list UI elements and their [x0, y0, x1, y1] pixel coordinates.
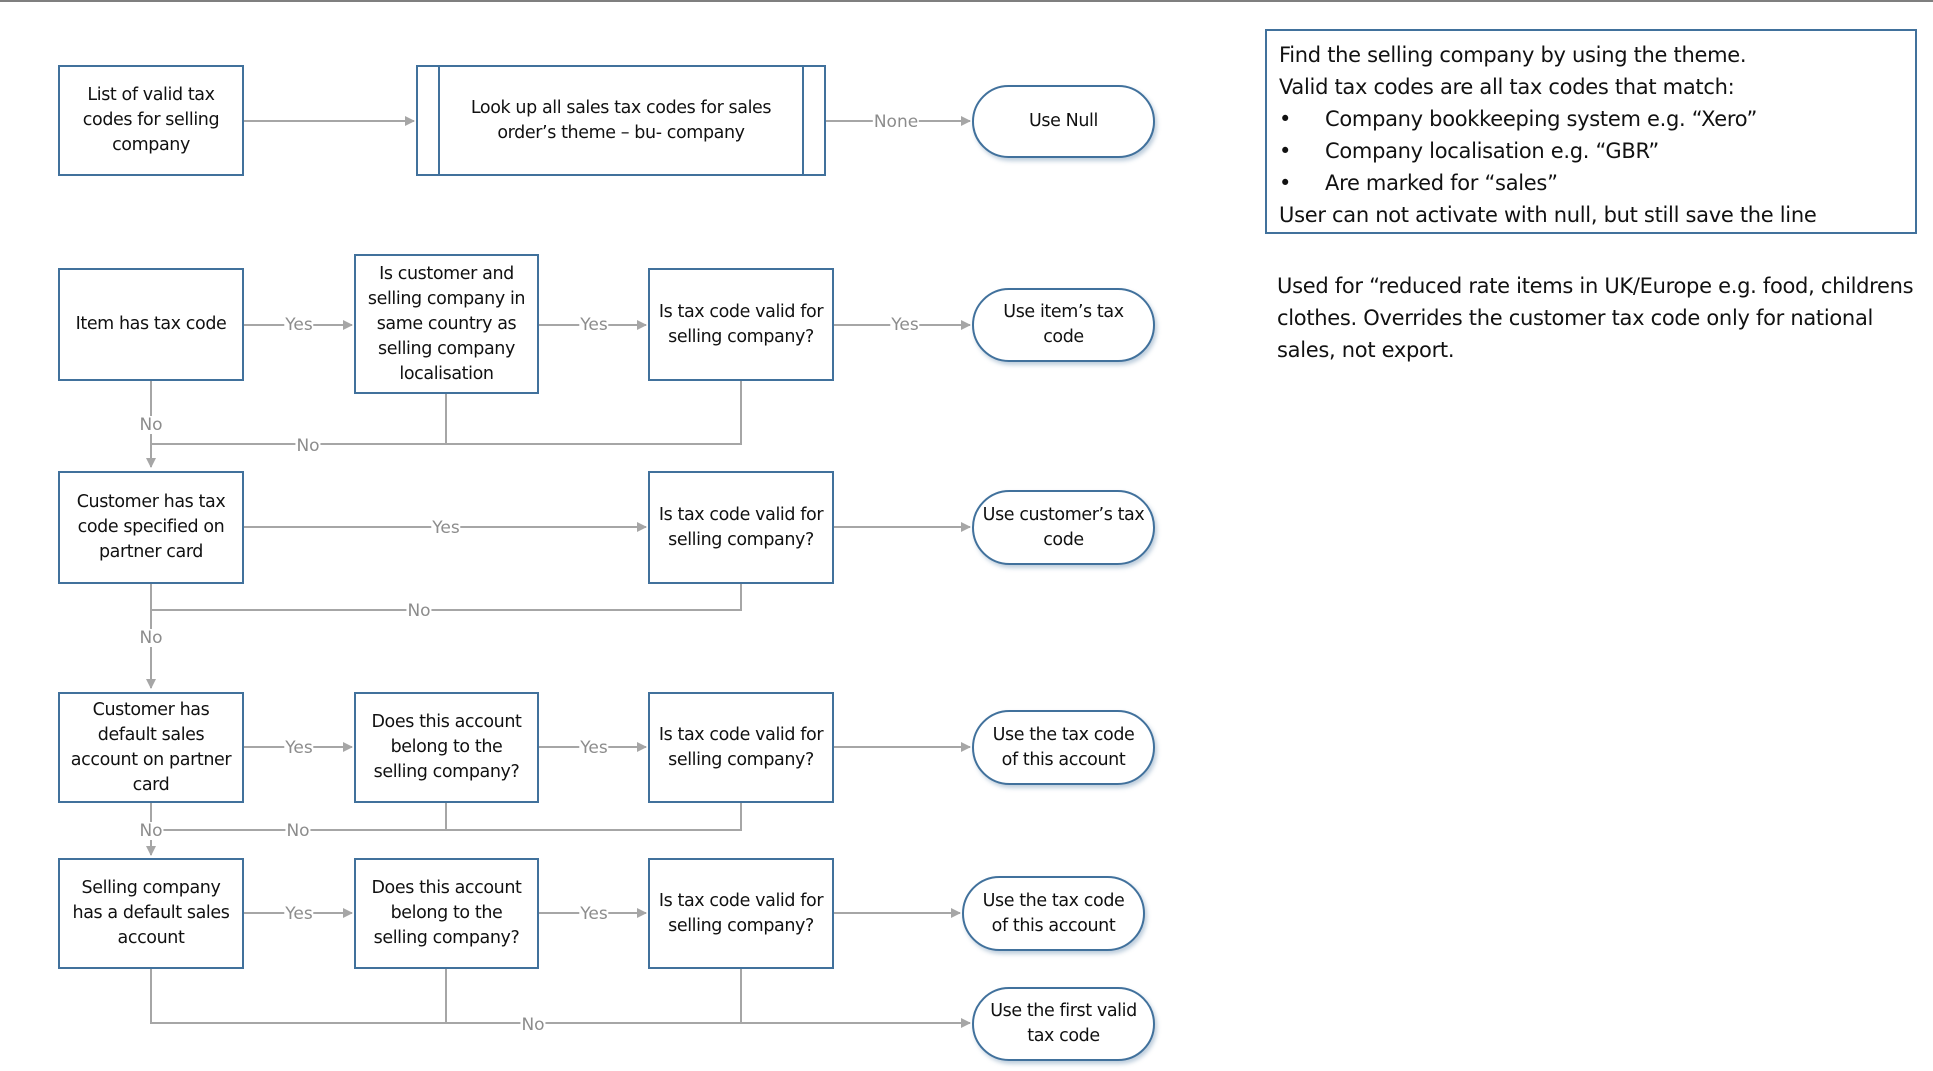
label-no: No: [285, 821, 311, 841]
note-bullet-list: Company bookkeeping system e.g. “Xero” C…: [1279, 103, 1903, 199]
label-no: No: [520, 1015, 546, 1035]
label-yes: Yes: [579, 315, 609, 335]
label-no: No: [406, 601, 432, 621]
label-yes: Yes: [579, 904, 609, 924]
note-line-3: User can not activate with null, but sti…: [1279, 203, 1817, 227]
note-bullet: Company bookkeeping system e.g. “Xero”: [1279, 103, 1903, 135]
connector: [446, 381, 742, 445]
connector: [446, 803, 742, 831]
customer-tax-code-box: Customer has tax code specified on partn…: [58, 471, 244, 584]
use-customer-tax-code-terminal: Use customer’s tax code: [972, 490, 1155, 565]
use-account-tax-code-terminal-2: Use the tax code of this account: [962, 876, 1145, 951]
page-top-rule: [0, 0, 1933, 2]
label-yes: Yes: [579, 738, 609, 758]
connector: [150, 969, 971, 1028]
use-account-tax-code-terminal-1: Use the tax code of this account: [972, 710, 1155, 785]
reduced-rate-note: Used for “reduced rate items in UK/Europ…: [1277, 274, 1914, 362]
same-country-decision-box: Is customer and selling company in same …: [354, 254, 539, 394]
tax-code-valid-box-1: Is tax code valid for selling company?: [648, 268, 834, 381]
label-yes: Yes: [284, 315, 314, 335]
label-yes: Yes: [890, 315, 920, 335]
valid-tax-codes-note: Find the selling company by using the th…: [1265, 29, 1917, 234]
tax-code-valid-box-3: Is tax code valid for selling company?: [648, 692, 834, 803]
connector: [151, 584, 742, 611]
label-no: No: [295, 436, 321, 456]
label-no: No: [138, 415, 164, 435]
use-null-terminal: Use Null: [972, 85, 1155, 158]
label-no: No: [138, 821, 164, 841]
label-yes: Yes: [284, 738, 314, 758]
use-first-valid-tax-code-terminal: Use the first valid tax code: [972, 987, 1155, 1061]
tax-code-valid-box-2: Is tax code valid for selling company?: [648, 471, 834, 584]
account-belongs-decision-box-2: Does this account belong to the selling …: [354, 858, 539, 969]
lookup-tax-codes-process: Look up all sales tax codes for sales or…: [416, 65, 826, 176]
label-yes: Yes: [431, 518, 461, 538]
customer-default-account-box: Customer has default sales account on pa…: [58, 692, 244, 803]
subprocess-bar-left: [438, 67, 440, 174]
note-line-2: Valid tax codes are all tax codes that m…: [1279, 75, 1735, 99]
use-item-tax-code-terminal: Use item’s tax code: [972, 288, 1155, 362]
valid-tax-codes-box: List of valid tax codes for selling comp…: [58, 65, 244, 176]
subprocess-bar-right: [802, 67, 804, 174]
selling-company-default-account-box: Selling company has a default sales acco…: [58, 858, 244, 969]
account-belongs-decision-box-1: Does this account belong to the selling …: [354, 692, 539, 803]
item-has-tax-code-box: Item has tax code: [58, 268, 244, 381]
label-yes: Yes: [284, 904, 314, 924]
label-none: None: [872, 112, 920, 132]
note-bullet: Are marked for “sales”: [1279, 167, 1903, 199]
lookup-tax-codes-text: Look up all sales tax codes for sales or…: [470, 97, 772, 143]
label-no: No: [138, 628, 164, 648]
tax-code-valid-box-4: Is tax code valid for selling company?: [648, 858, 834, 969]
note-line-1: Find the selling company by using the th…: [1279, 43, 1747, 67]
note-bullet: Company localisation e.g. “GBR”: [1279, 135, 1903, 167]
